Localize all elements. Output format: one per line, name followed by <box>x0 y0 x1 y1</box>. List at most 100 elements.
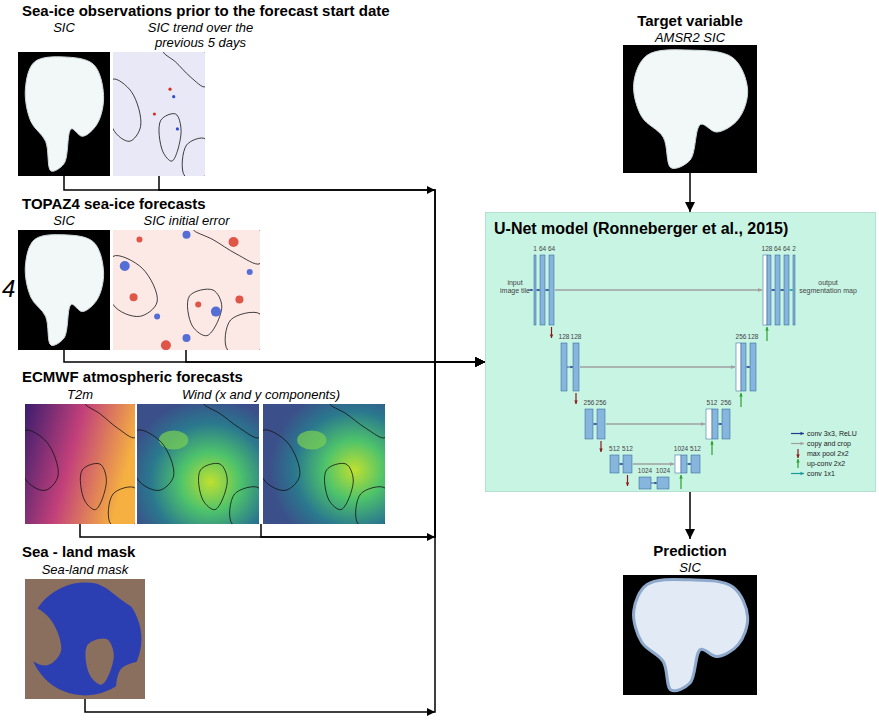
connector-arrow <box>689 173 691 212</box>
drawing-path <box>108 487 135 524</box>
drawing-rect <box>585 409 593 439</box>
drawing-path <box>720 423 723 426</box>
map-caption: SIC <box>18 20 110 35</box>
drawing-ellipse <box>159 430 188 449</box>
drawing-rect <box>691 455 700 473</box>
drawing-rect <box>623 45 757 173</box>
channel-count: 256 <box>591 399 611 407</box>
drawing-circle <box>130 293 138 301</box>
drawing-circle <box>154 313 160 319</box>
drawing-rect <box>741 343 746 391</box>
drawing-path <box>626 483 630 487</box>
drawing-path <box>758 288 762 292</box>
map-row <box>18 230 110 350</box>
drawing-rect <box>137 404 259 524</box>
map-caption: Wind (x and y components) <box>137 387 385 402</box>
drawing-path <box>164 52 205 87</box>
map-panel: SIC trend over the previous 5 days <box>113 20 288 176</box>
drawing-rect <box>784 255 789 325</box>
drawing-path <box>187 289 221 336</box>
map-caption: SIC trend over the previous 5 days <box>131 20 270 50</box>
drawing-ellipse <box>297 430 326 449</box>
drawing-line <box>606 423 705 424</box>
drawing-rect <box>623 455 632 473</box>
drawing-path <box>782 289 785 292</box>
drawing-circle <box>153 112 156 115</box>
drawing-path <box>330 404 385 438</box>
drawing-rect <box>610 455 619 473</box>
channel-count: 512 <box>702 399 722 407</box>
caption-block: SIC trend over the previous 5 days <box>113 20 288 52</box>
channel-count: 256 <box>716 399 736 407</box>
drawing-path <box>230 487 259 524</box>
drawing-rect <box>681 455 687 473</box>
drawing-path <box>547 289 550 292</box>
channel-count: 512 <box>686 445 706 453</box>
drawing-path <box>159 114 181 162</box>
map-row <box>113 52 288 176</box>
drawing-line <box>580 366 735 367</box>
drawing-rect <box>597 409 605 439</box>
drawing-path <box>679 475 683 479</box>
drawing-rect <box>18 52 110 176</box>
drawing-line <box>746 367 750 368</box>
map-image <box>113 52 205 176</box>
drawing-line <box>780 290 784 291</box>
drawing-rect <box>25 404 135 524</box>
drawing-path <box>801 472 805 476</box>
drawing-path <box>356 487 385 524</box>
drawing-rect <box>763 255 767 325</box>
drawing-rect <box>540 255 545 325</box>
legend-entry: max pool 2x2 <box>807 449 849 458</box>
panel-title: Target variable <box>620 12 760 30</box>
channel-count: 2 <box>784 245 804 253</box>
drawing-circle <box>176 127 179 130</box>
drawing-path <box>791 289 794 292</box>
connector-arrow <box>64 350 485 362</box>
group-heading: TOPAZ4 sea-ice forecasts <box>22 195 206 213</box>
connector-arrow <box>85 362 485 712</box>
drawing-line <box>619 464 623 465</box>
drawing-path <box>710 441 714 445</box>
drawing-line <box>536 290 540 291</box>
map-caption: Sea-land mask <box>25 562 145 577</box>
map-panel: PredictionSIC <box>620 539 760 695</box>
drawing-circle <box>168 88 171 91</box>
drawing-path <box>91 579 145 613</box>
map-panel: Target variableAMSR2 SIC <box>620 12 760 173</box>
drawing-path <box>634 579 748 690</box>
map-image <box>25 404 135 524</box>
connector-arrow <box>80 362 485 537</box>
channel-count: 128 <box>566 333 586 341</box>
drawing-line <box>771 290 775 291</box>
drawing-path <box>701 422 705 426</box>
caption-block: SIC <box>18 20 110 52</box>
drawing-path <box>574 401 578 405</box>
drawing-path <box>801 432 805 436</box>
drawing-rect <box>657 477 669 489</box>
drawing-path <box>25 57 103 172</box>
caption-block: T2m <box>25 387 135 404</box>
drawing-line <box>567 367 573 368</box>
drawing-rect <box>675 455 681 473</box>
drawing-path <box>595 423 598 426</box>
drawing-line <box>555 289 762 290</box>
drawing-path <box>80 463 106 509</box>
drawing-line <box>718 424 722 425</box>
drawing-line <box>633 463 674 464</box>
map-image <box>25 579 145 699</box>
drawing-rect <box>767 255 771 325</box>
drawing-path <box>137 430 174 491</box>
drawing-rect <box>736 343 741 391</box>
connector-arrow <box>689 492 691 539</box>
drawing-path <box>113 79 141 141</box>
model-title: U-Net model (Ronneberger et al., 2015) <box>494 219 867 238</box>
drawing-path <box>204 404 259 438</box>
caption-block: Target variableAMSR2 SIC <box>620 12 760 45</box>
drawing-path <box>765 327 769 331</box>
map-panel: SIC initial error <box>113 213 260 350</box>
drawing-circle <box>229 237 239 247</box>
map-row <box>620 45 760 173</box>
drawing-rect <box>706 409 712 439</box>
